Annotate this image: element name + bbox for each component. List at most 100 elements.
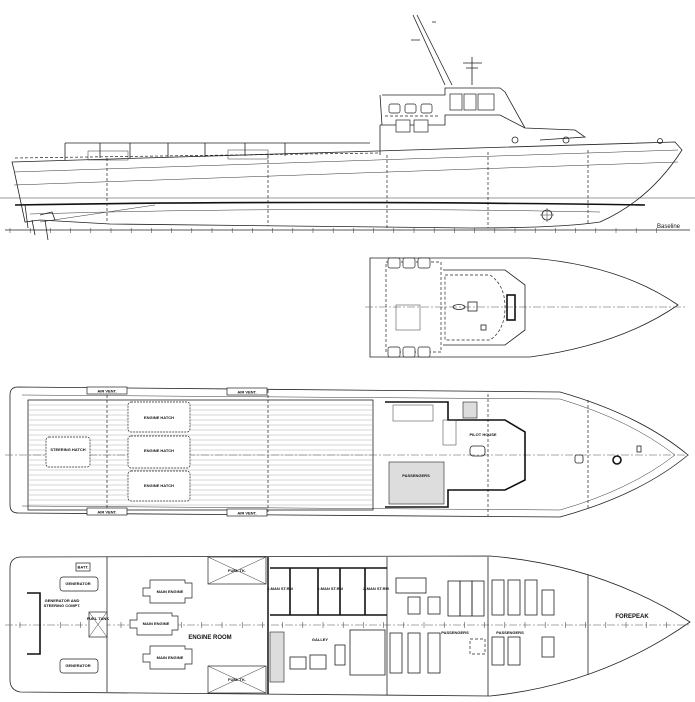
upper-deck-outline [369, 257, 679, 358]
window [449, 93, 463, 111]
deck-canopy [64, 142, 370, 160]
profile-view: Baseline [0, 14, 695, 241]
window [395, 119, 411, 133]
toilet [442, 419, 457, 446]
porthole [562, 136, 570, 144]
console [467, 301, 478, 312]
air-vent-label: AIR VENT. [237, 511, 256, 516]
main-engine-label: MAIN ENGINE [143, 621, 170, 626]
passenger-seating [388, 461, 445, 505]
fuel-tank-label: FUEL TANK [87, 616, 109, 621]
engine-hatch [127, 470, 191, 502]
bollard [636, 445, 642, 453]
air-vent-label: AIR VENT. [97, 510, 116, 515]
liferafts-upper [387, 257, 431, 358]
main-engine-label: MAIN ENGINE [157, 655, 184, 660]
pilot-house-outline [443, 269, 526, 346]
air-vent [86, 507, 128, 516]
battery-label: BATT. [77, 565, 88, 570]
main-deck-outline [9, 386, 689, 518]
hatch-label: ENGINE HATCH [144, 483, 174, 488]
boot-top-stripe [14, 201, 646, 206]
window [413, 119, 429, 133]
passenger-label: PASSENGERS [402, 473, 430, 478]
stairs [469, 638, 486, 655]
forepeak-label: FOREPEAK [615, 614, 649, 620]
window [477, 93, 495, 111]
hatch [574, 454, 584, 464]
air-vent-label: AIR VENT. [237, 390, 256, 395]
console [480, 324, 487, 331]
engine-room-label: ENGINE ROOM [188, 635, 231, 641]
deck-box [227, 149, 269, 160]
sheer-line [13, 149, 679, 173]
main-engine [142, 645, 193, 670]
sink [334, 644, 346, 666]
grating [462, 401, 478, 419]
chine-line [29, 209, 601, 215]
engine-hatch [127, 401, 191, 433]
generator-label: GENERATOR [65, 663, 90, 668]
passengers-label: PASSENGERS [441, 630, 469, 635]
liferaft [388, 103, 401, 114]
air-vent [86, 386, 128, 395]
steering-hatch [45, 436, 91, 468]
fuel-tank-label: FUEL TK. [228, 677, 246, 682]
mast [411, 14, 453, 86]
tank-cross [88, 611, 108, 638]
fridge [289, 656, 307, 670]
porthole [511, 136, 519, 144]
pilot-house [379, 87, 526, 129]
frame-dashed-lines [106, 150, 589, 228]
frame-ticks [9, 228, 657, 233]
galley-label: GALLEY [312, 637, 329, 642]
compass [452, 304, 466, 310]
lower-deck-outline [9, 555, 691, 697]
upper-deck-plan [365, 257, 685, 358]
hatch-label: ENGINE HATCH [144, 415, 174, 420]
anchor-winch [612, 455, 622, 465]
rescue-boat [395, 304, 421, 331]
rudder-propeller [24, 204, 56, 241]
window [463, 93, 477, 111]
generator-label: GENERATOR [65, 581, 90, 586]
deckhouse-walls [385, 401, 526, 508]
deckhouse [379, 114, 587, 155]
baseline-label: Baseline [657, 224, 681, 230]
galley-counter [349, 629, 386, 676]
toilet-grid [269, 631, 285, 683]
air-vent [226, 387, 268, 396]
lower-deck-plan: BATT. GENERATOR GENERATOR GENERATOR AND … [5, 555, 691, 697]
frame-dashed-lines [106, 390, 589, 516]
stateroom-label: 2-MAN ST.RM [267, 586, 293, 591]
bow-thruster-cross [540, 208, 554, 222]
bulwark-inner [21, 394, 676, 511]
tank-cross [207, 665, 267, 694]
deck-planking [28, 404, 373, 506]
main-deck-plan: ENGINE HATCH ENGINE HATCH ENGINE HATCH S… [5, 386, 690, 518]
rub-rail [13, 161, 679, 186]
generator [59, 576, 99, 592]
porthole [657, 138, 663, 144]
windscreen [506, 294, 516, 321]
stateroom-walls [270, 567, 387, 616]
helm-console [469, 445, 486, 457]
liferaft [420, 103, 433, 114]
steering-gear [27, 592, 41, 655]
compartment-label: STEERING COMPT. [44, 603, 81, 608]
air-vent [226, 508, 268, 517]
main-engine-label: MAIN ENGINE [157, 589, 184, 594]
fuel-tank-label: FUEL TK. [228, 568, 246, 573]
hull-profile [11, 141, 683, 229]
tank-cross [207, 556, 267, 585]
air-vent-label: AIR VENT. [97, 389, 116, 394]
stove [309, 654, 327, 670]
pilot-house-label: PILOT HOUSE [469, 432, 496, 437]
passengers-label: PASSENGERS [496, 630, 524, 635]
passenger-seats [389, 579, 555, 674]
main-engine [129, 612, 179, 636]
bulkheads [106, 557, 589, 696]
pilot-house-roof [444, 274, 506, 341]
